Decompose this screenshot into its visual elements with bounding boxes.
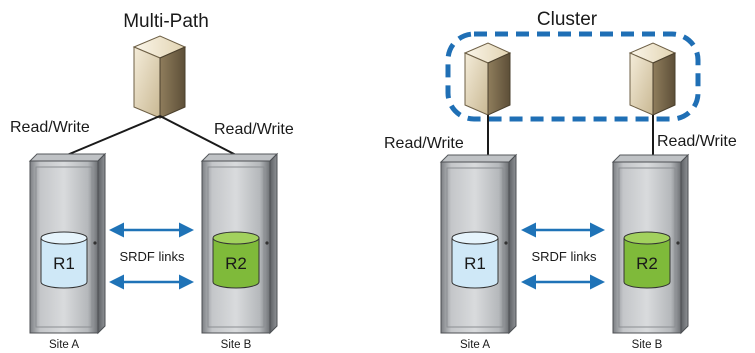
read-write-label: Read/Write: [214, 121, 294, 138]
r1-disk-label: R1: [464, 254, 486, 273]
r1-disk-icon: [40, 231, 88, 289]
srdf-links-label: SRDF links: [531, 249, 597, 264]
connection-line: [66, 115, 161, 156]
multipath-title: Multi-Path: [123, 11, 209, 32]
site-a-label: Site A: [49, 339, 79, 351]
read-write-label: Read/Write: [384, 135, 464, 152]
srdf-links-label: SRDF links: [119, 249, 185, 264]
cluster-boundary: [445, 31, 701, 122]
connection-line: [159, 115, 237, 156]
left-panel: Multi-Path Read/Write Read/Write R1 Site…: [10, 11, 294, 351]
r1-disk-label: R1: [53, 254, 75, 273]
right-panel: Cluster Read/Write Read/Write: [384, 9, 737, 351]
read-write-label: Read/Write: [10, 119, 90, 136]
r2-disk-icon: [212, 231, 260, 289]
cluster-title: Cluster: [537, 9, 598, 30]
cluster-server-icon: [463, 42, 512, 116]
r2-disk-label: R2: [225, 254, 247, 273]
site-b-label: Site B: [221, 339, 252, 351]
r2-disk-label: R2: [636, 254, 658, 273]
host-server-icon: [132, 35, 187, 119]
site-b-label: Site B: [632, 339, 663, 351]
r1-disk-icon: [451, 231, 499, 289]
r2-disk-icon: [623, 231, 671, 289]
cluster-server-icon: [628, 42, 677, 116]
site-a-label: Site A: [460, 339, 490, 351]
read-write-label: Read/Write: [657, 133, 737, 150]
